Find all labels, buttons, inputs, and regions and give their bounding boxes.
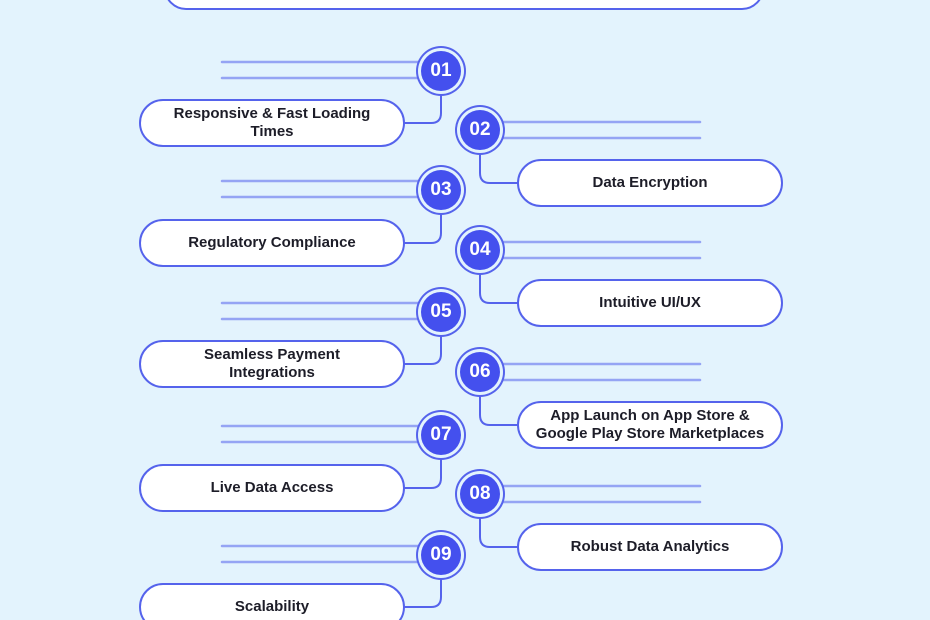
step-pill: Regulatory Compliance — [139, 219, 405, 267]
connector-line — [403, 214, 442, 244]
header-box — [164, 0, 764, 10]
step-number-badge: 01 — [421, 51, 461, 91]
step-label: Data Encryption — [592, 174, 708, 191]
step-number-badge: 03 — [421, 170, 461, 210]
connector-line — [479, 274, 519, 304]
step-pill: Responsive & Fast Loading Times — [139, 99, 405, 147]
step-label: Seamless Payment Integrations — [204, 346, 340, 381]
step-pill: Scalability — [139, 583, 405, 620]
connector-line — [479, 154, 519, 184]
step-pill: Robust Data Analytics — [517, 523, 783, 571]
step-number-badge: 02 — [460, 110, 500, 150]
step-number-badge: 04 — [460, 230, 500, 270]
step-pill: Seamless Payment Integrations — [139, 340, 405, 388]
connector-line — [403, 459, 442, 489]
connector-line — [479, 396, 519, 426]
step-number-badge: 09 — [421, 535, 461, 575]
step-label: Robust Data Analytics — [570, 538, 730, 555]
step-label: Responsive & Fast Loading Times — [173, 105, 371, 140]
step-pill: Live Data Access — [139, 464, 405, 512]
step-number-badge: 08 — [460, 474, 500, 514]
step-pill: Intuitive UI/UX — [517, 279, 783, 327]
step-number-badge: 05 — [421, 292, 461, 332]
step-label: Regulatory Compliance — [188, 234, 356, 251]
step-label: App Launch on App Store & Google Play St… — [535, 407, 765, 442]
step-label: Intuitive UI/UX — [599, 294, 701, 311]
step-pill: App Launch on App Store & Google Play St… — [517, 401, 783, 449]
step-number-badge: 06 — [460, 352, 500, 392]
step-pill: Data Encryption — [517, 159, 783, 207]
step-number-badge: 07 — [421, 415, 461, 455]
connector-line — [479, 518, 519, 548]
connector-line — [403, 579, 442, 608]
step-label: Scalability — [234, 598, 310, 615]
connector-line — [403, 95, 442, 124]
step-label: Live Data Access — [210, 479, 334, 496]
connector-line — [403, 336, 442, 365]
